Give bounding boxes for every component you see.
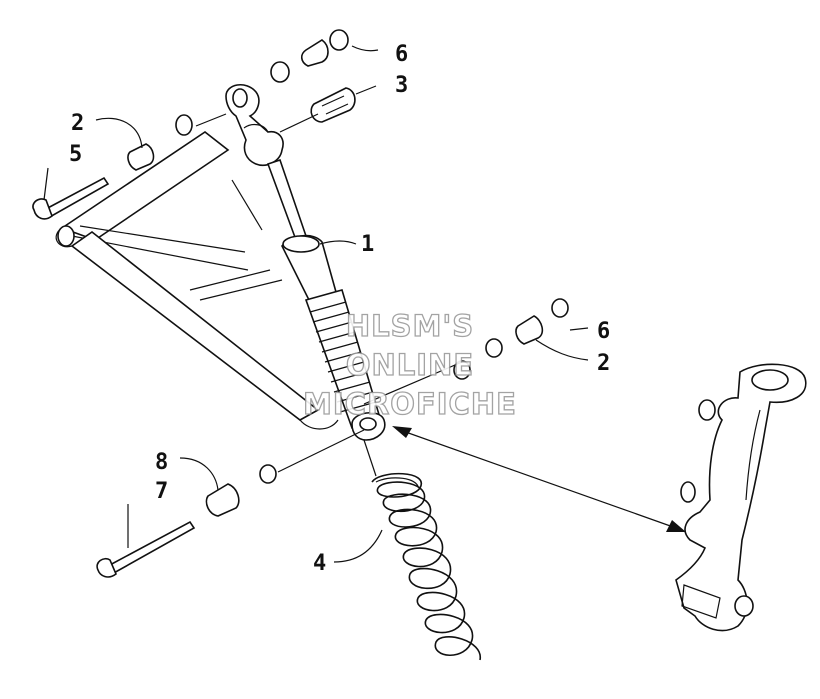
upper-mount-hardware xyxy=(175,29,356,136)
leader-lines xyxy=(43,45,589,563)
lower-spacer xyxy=(515,315,544,345)
callout-3: 3 xyxy=(395,73,408,98)
watermark-line-2: ONLINE xyxy=(346,348,474,382)
upper-washer xyxy=(270,61,290,83)
upper-spacer xyxy=(127,143,155,171)
double-arrow xyxy=(392,426,686,532)
lower-nut xyxy=(551,298,569,318)
upper-nut xyxy=(329,29,349,51)
callout-2-lower: 2 xyxy=(597,351,610,376)
callout-4: 4 xyxy=(313,551,326,576)
callouts: 1 2 2 3 4 5 6 6 7 8 xyxy=(69,42,610,576)
callout-6-upper: 6 xyxy=(395,42,408,67)
watermark: HLSM'S ONLINE MICROFICHE xyxy=(302,308,517,421)
shock-absorber xyxy=(225,84,386,441)
upper-bolt-assembly xyxy=(32,143,155,220)
callout-8: 8 xyxy=(155,450,168,475)
watermark-line-3: MICROFICHE xyxy=(303,387,517,421)
coil-spring xyxy=(371,472,481,661)
spindle-knuckle xyxy=(675,363,807,632)
bolt-washer xyxy=(175,114,193,136)
watermark-line-1: HLSM'S xyxy=(346,309,474,343)
lower-right-hardware xyxy=(453,298,569,380)
callout-2-upper: 2 xyxy=(71,111,84,136)
callout-5: 5 xyxy=(69,142,82,167)
assembly-lines xyxy=(195,113,463,477)
a-arm xyxy=(55,131,339,430)
callout-6-lower: 6 xyxy=(597,319,610,344)
lower-bolt-assembly xyxy=(96,464,277,578)
lower-bushing xyxy=(205,483,240,517)
callout-1: 1 xyxy=(361,232,374,257)
lower-bolt xyxy=(106,520,196,576)
sleeve-3 xyxy=(310,87,356,123)
callout-7: 7 xyxy=(155,479,168,504)
upper-bushing xyxy=(300,39,329,67)
